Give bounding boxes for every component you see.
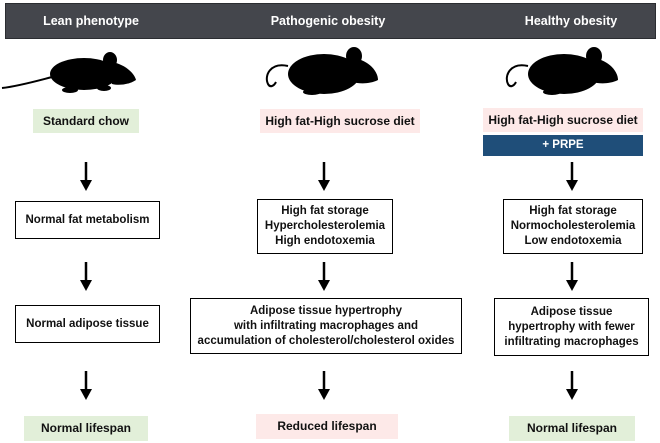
arrow-down-icon [566,162,578,191]
pathogenic-diet-tag: High fat-High sucrose diet [260,109,420,133]
healthy-diet-tag: High fat-High sucrose diet [483,108,643,132]
healthy-lifespan-tag: Normal lifespan [509,416,635,441]
arrow-down-icon [566,371,578,400]
pathogenic-metabolism-box: High fat storage Hypercholesterolemia Hi… [257,199,393,254]
pathogenic-obesity-title: Pathogenic obesity [270,14,386,28]
pathogenic-lifespan-tag: Reduced lifespan [256,414,398,439]
arrow-down-icon [80,371,92,400]
standard-chow-tag: Standard chow [33,109,139,133]
box-line: Adipose tissue hypertrophy [249,304,403,317]
arrow-down-icon [318,371,330,400]
box-line: High fat storage [529,205,617,217]
box-line: Low endotoxemia [524,235,622,247]
box-line: Hypercholesterolemia [264,220,386,232]
arrow-down-icon [80,262,92,291]
lean-lifespan-tag: Normal lifespan [24,416,148,441]
healthy-metabolism-box: High fat storage Normocholesterolemia Lo… [503,199,643,254]
lean-metabolism-box: Normal fat metabolism [15,201,160,239]
healthy-mouse-icon [505,47,618,95]
box-line: infiltrating macrophages [504,335,639,348]
box-line: hypertrophy with fewer [508,320,635,333]
box-line: with infiltrating macrophages and [233,319,419,332]
healthy-adipose-box: Adipose tissue hypertrophy with fewer in… [494,298,649,356]
box-line: Adipose tissue [530,305,613,318]
arrow-down-icon [318,162,330,191]
box-line: accumulation of cholesterol/cholesterol … [197,334,455,347]
box-line: Normocholesterolemia [510,220,636,232]
lean-mouse-icon [1,52,136,93]
lean-phenotype-title: Lean phenotype [43,14,139,28]
lean-adipose-box: Normal adipose tissue [15,305,160,343]
pathogenic-mouse-icon [265,47,378,95]
box-line: High endotoxemia [275,235,375,247]
box-line: High fat storage [281,205,369,217]
box-line: Normal adipose tissue [26,317,149,330]
healthy-obesity-title: Healthy obesity [524,14,618,28]
header-bar: Lean phenotype Pathogenic obesity Health… [5,3,656,39]
arrow-down-icon [80,162,92,191]
pathogenic-adipose-box: Adipose tissue hypertrophy with infiltra… [190,298,462,354]
prpe-supplement-tag: + PRPE [483,135,643,156]
box-line: Normal fat metabolism [25,213,150,226]
arrow-down-icon [566,262,578,291]
arrow-down-icon [318,262,330,291]
